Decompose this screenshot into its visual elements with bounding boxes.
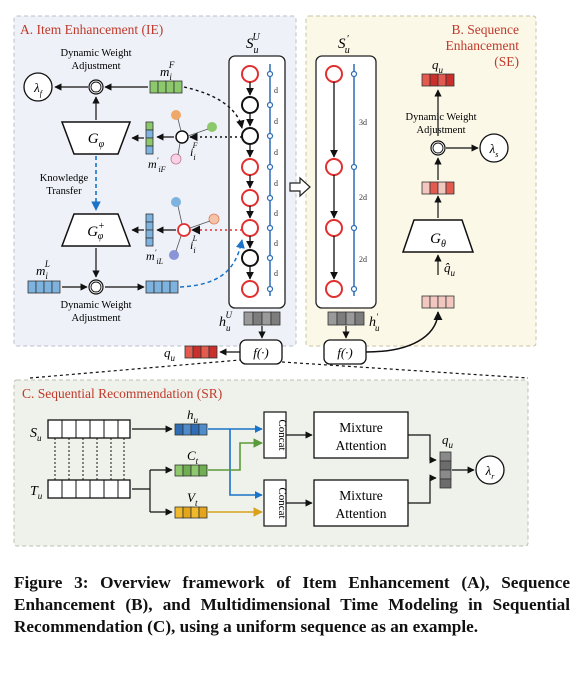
vt-vector (174, 506, 208, 519)
ie-dwa-top-2: Adjustment (72, 61, 121, 72)
sr-qu-label: qu (442, 432, 454, 450)
seq-item (241, 127, 259, 145)
gap-label: 2d (359, 255, 367, 264)
ie-dwa-top-1: Dynamic Weight (61, 48, 132, 59)
sr-hu-label: hu (187, 407, 199, 425)
panel-c-title: C. Sequential Recommendation (SR) (22, 386, 222, 401)
se-out-vector (421, 181, 455, 195)
lambda-r (475, 455, 505, 485)
mix-top-2: Attention (336, 438, 387, 453)
d-label: d (274, 148, 278, 157)
panel-b-title-2: Enhancement (446, 38, 520, 53)
m-f-label: miF (160, 60, 175, 82)
concat-top-label: Concat (276, 419, 288, 450)
m-l-label: miL (36, 259, 50, 281)
qu-left-label: qu (164, 345, 176, 363)
se-dwa-2: Adjustment (417, 125, 466, 136)
panel-a-title: A. Item Enhancement (IE) (20, 22, 163, 37)
panel-b-title-1: B. Sequence (452, 22, 519, 37)
g-phi-box (60, 121, 132, 155)
ie-dwa-bottom-1: Dynamic Weight (61, 300, 132, 311)
mix-bottom-2: Attention (336, 506, 387, 521)
knowledge-2: Transfer (46, 186, 82, 197)
panel-a-bg (13, 15, 297, 347)
seq-item (325, 158, 343, 176)
m-l-vector (27, 280, 61, 294)
lambda-r-label: λr (485, 463, 496, 481)
knowledge-1: Knowledge (40, 173, 89, 184)
d-label: d (274, 179, 278, 188)
sr-qu-vector (439, 451, 452, 489)
hu-vector (174, 423, 208, 436)
concat-bottom-label: Concat (276, 487, 288, 518)
d-label: d (274, 117, 278, 126)
su-prime-column (315, 55, 377, 309)
framework-diagram: A. Item Enhancement (IE) B. Sequence Enh… (13, 15, 537, 547)
seq-item (325, 219, 343, 237)
g-theta-box (401, 219, 475, 253)
seq-item (241, 158, 259, 176)
transfer-arrow (289, 176, 311, 198)
se-qu-label: qu (432, 57, 444, 75)
tu-grid (47, 479, 131, 499)
qu-hat-label: q̂u (444, 260, 456, 278)
i-f-node (175, 130, 189, 144)
su-u-items (241, 65, 259, 298)
seq-item (241, 65, 259, 83)
seq-item (241, 189, 259, 207)
mixture-attention-top (313, 411, 409, 459)
m-f-vector (149, 80, 183, 94)
sr-vt-label: Vt (187, 490, 198, 508)
d-label: d (274, 269, 278, 278)
g-phi-plus-label: G+φ (87, 221, 105, 242)
lambda-f (23, 72, 53, 102)
sr-ct-label: Ct (187, 448, 199, 466)
seq-item (325, 65, 343, 83)
hu-prime-vector (327, 311, 365, 326)
seq-item (241, 249, 259, 267)
lambda-s (479, 133, 509, 163)
seq-item (241, 219, 259, 237)
gap-label: 3d (359, 118, 367, 127)
su-u-label: SuU (246, 32, 261, 56)
qu-left-vector (184, 345, 218, 359)
m-if-vector (145, 121, 154, 155)
seq-item (325, 280, 343, 298)
d-label: d (274, 86, 278, 95)
qu-hat-vector (421, 295, 455, 309)
m-il-vector (145, 213, 154, 247)
ie-dwa-bottom-2: Adjustment (72, 313, 121, 324)
d-label: d (274, 209, 278, 218)
mix-bottom-1: Mixture (339, 488, 383, 503)
f-right-label: f(·) (337, 345, 353, 360)
seq-item (241, 96, 259, 114)
hu-u-vector (243, 311, 281, 326)
se-qu-vector (421, 73, 455, 87)
lambda-s-label: λs (489, 141, 499, 159)
panel-b-title-3: (SE) (494, 54, 519, 69)
f-left-label: f(·) (253, 345, 269, 360)
ie-out-vector (145, 280, 179, 294)
d-label: d (274, 239, 278, 248)
figure-caption: Figure 3: Overview framework of Item Enh… (14, 573, 570, 636)
se-dwa-1: Dynamic Weight (406, 112, 477, 123)
su-grid (47, 419, 131, 439)
mix-top-1: Mixture (339, 420, 383, 435)
seq-item (241, 280, 259, 298)
lambda-f-label: λf (33, 80, 44, 98)
i-l-node (177, 223, 191, 237)
g-phi-plus-box (60, 213, 132, 247)
su-prime-label: S′u (338, 34, 350, 56)
hu-prime-label: h′u (369, 312, 380, 333)
hu-u-label: huU (219, 310, 233, 333)
su-prime-items (325, 65, 343, 298)
ct-vector (174, 464, 208, 477)
gap-label: 2d (359, 193, 367, 202)
